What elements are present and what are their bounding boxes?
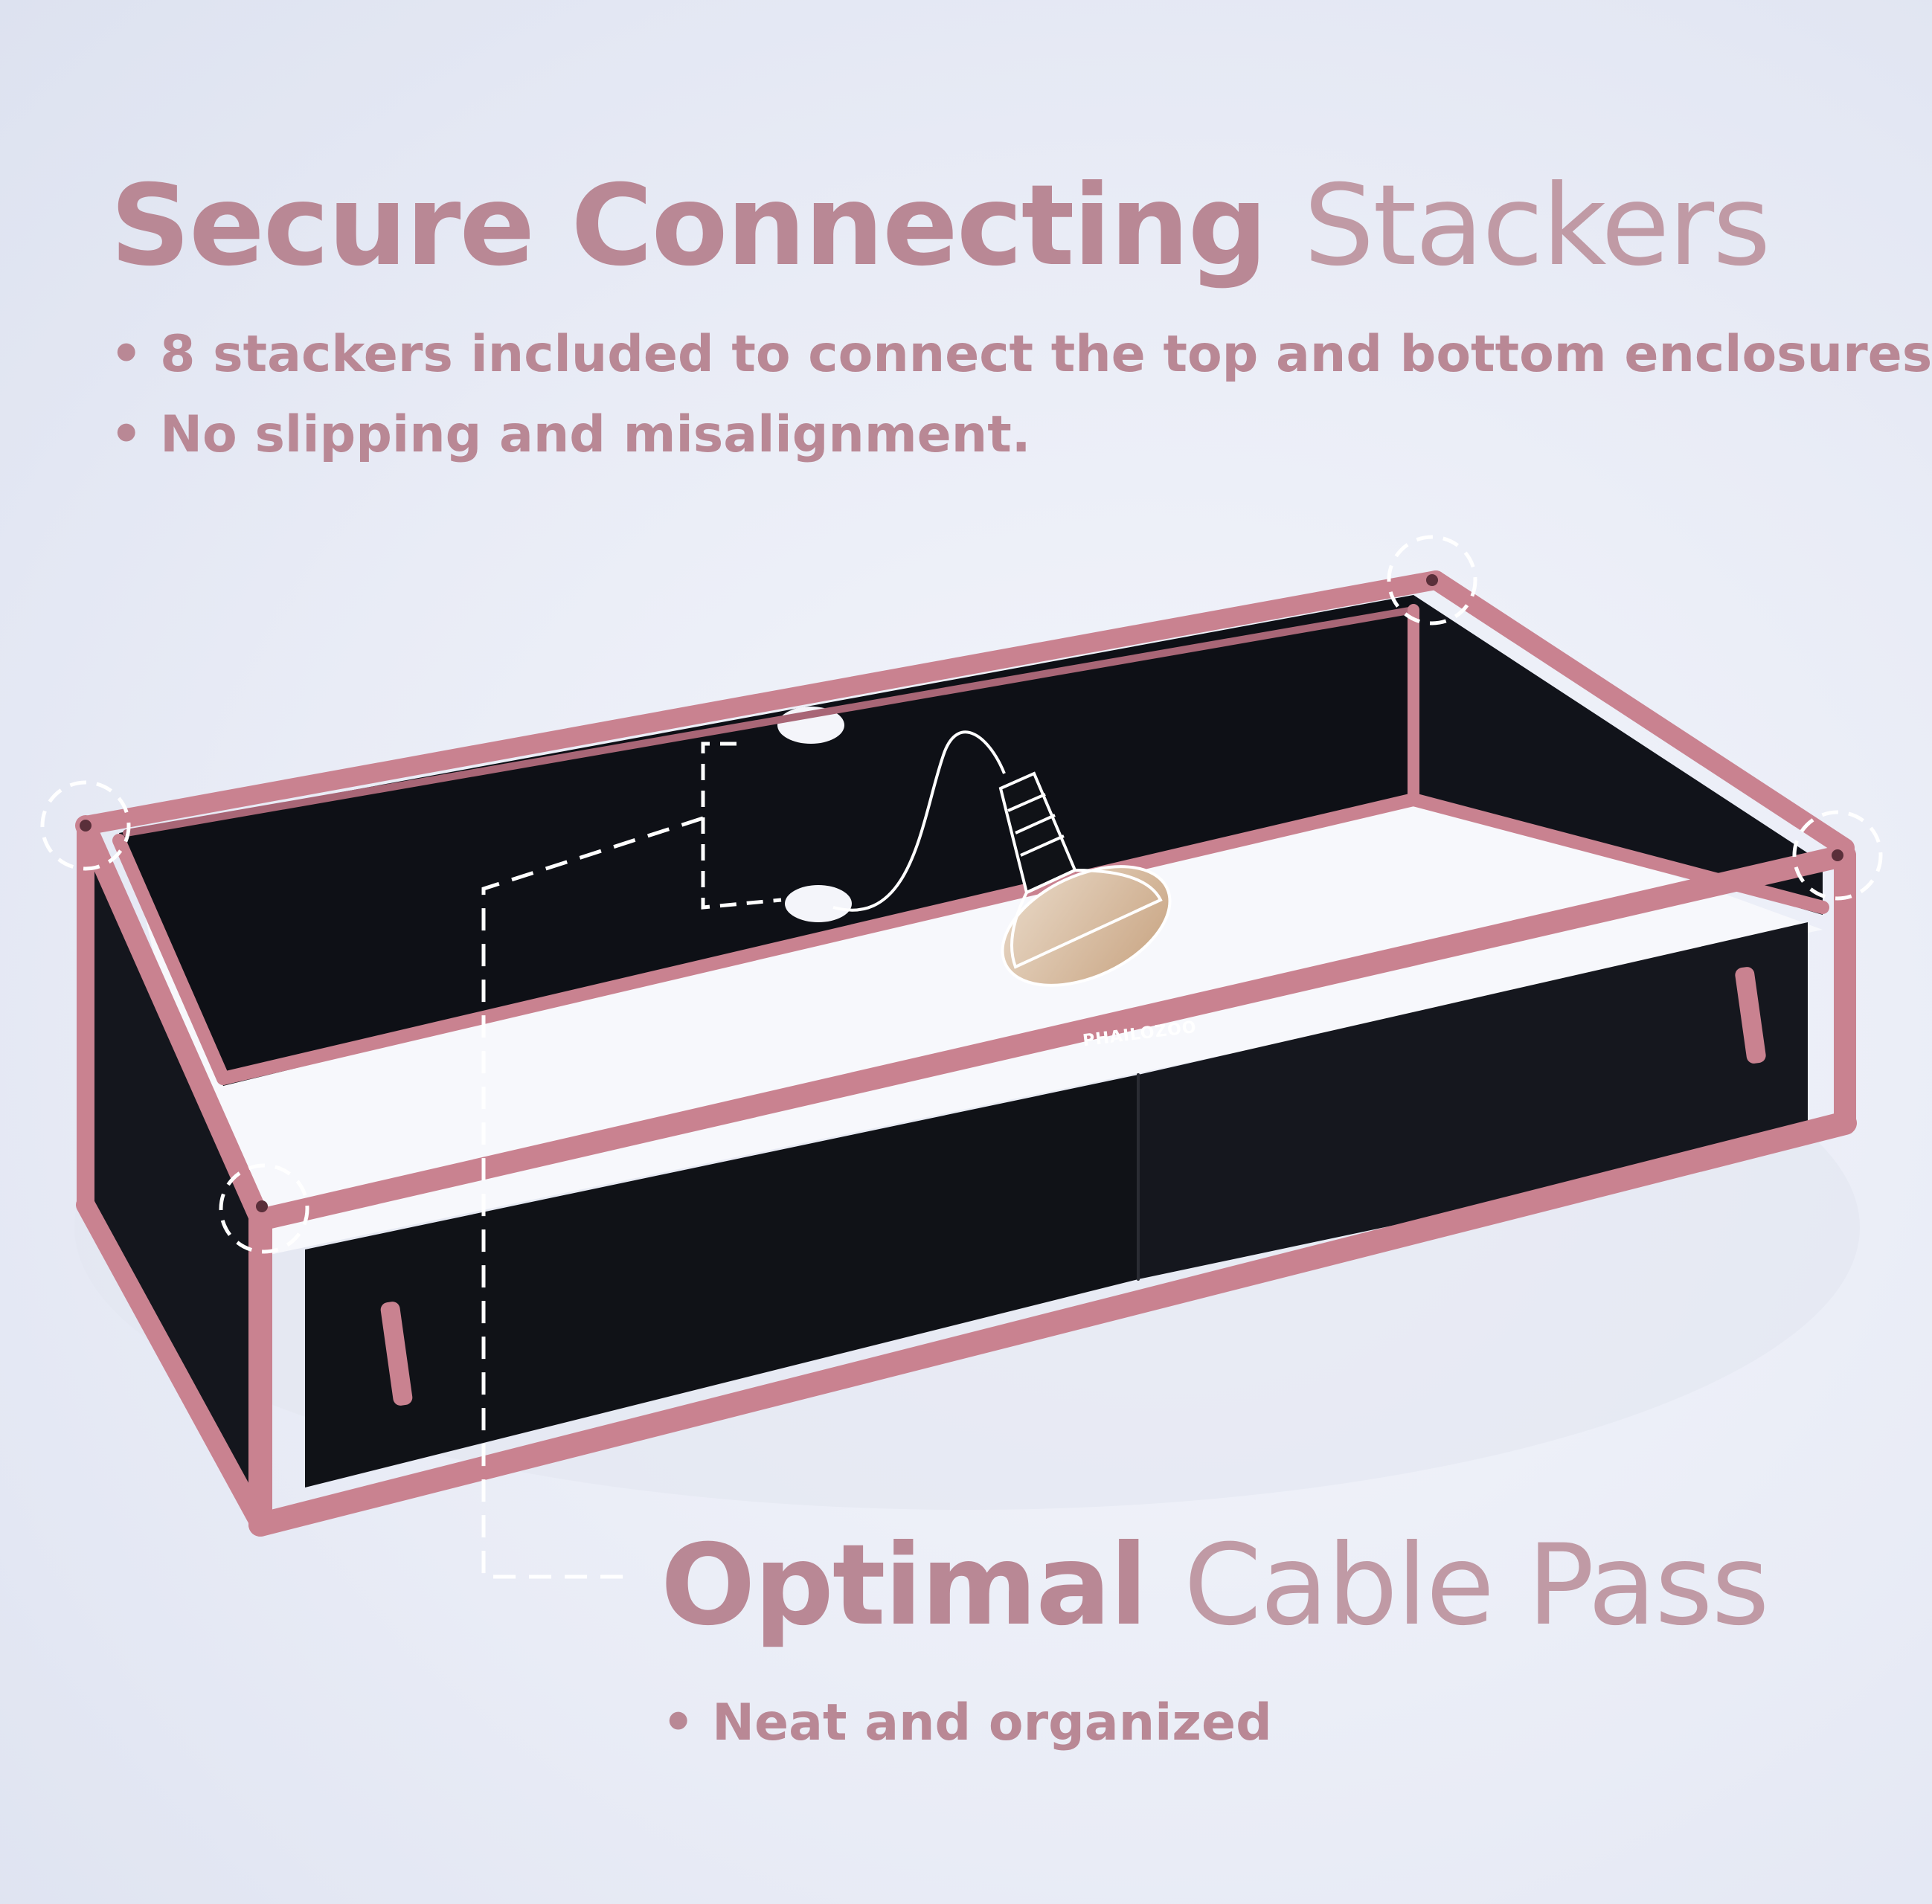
stacker-pins — [80, 574, 1843, 1212]
enclosure-frame — [75, 570, 1857, 1537]
frame-bottom-front — [248, 1111, 1857, 1537]
back-wall — [119, 595, 1413, 1086]
heat-lamp-icon — [998, 771, 1172, 987]
cable-path-guide-long — [481, 816, 704, 1579]
right-inner-wall — [1413, 595, 1823, 915]
frame-top-back — [76, 570, 1445, 835]
door-handle-left — [380, 1302, 413, 1406]
subheadline: Optimal Cable Pass — [661, 1525, 1770, 1647]
bullet-no-slipping: • No slipping and misalignment. — [110, 405, 1031, 464]
stacker-marker-front-right — [1792, 810, 1883, 901]
cable-path-guide — [701, 742, 782, 910]
frame-top-front — [249, 844, 1856, 1231]
front-glass-right — [1138, 922, 1808, 1279]
frame-back-inner — [123, 606, 1417, 837]
stacker-marker-back-right — [1387, 535, 1477, 625]
cable-hole-lower — [785, 885, 852, 922]
front-glass-left — [305, 1075, 1138, 1488]
subheadline-light: Cable Pass — [1184, 1521, 1769, 1650]
headline-light: Stackers — [1303, 161, 1771, 291]
door-handle-right — [1735, 967, 1766, 1064]
stacker-marker-front-left — [219, 1163, 309, 1254]
subheadline-bold: Optimal — [661, 1521, 1148, 1650]
frame-inner-bottom-right — [1407, 793, 1829, 914]
frame-top-right — [1426, 570, 1855, 858]
stacker-marker-back-left — [40, 780, 131, 871]
left-side-wall — [86, 829, 249, 1517]
headline-bold: Secure Connecting — [110, 161, 1268, 291]
stacker-markers — [40, 535, 1883, 1254]
frame-inner-bottom-back — [216, 793, 1420, 1085]
frame-top-left — [75, 815, 271, 1230]
frame-bottom-left — [76, 1195, 270, 1534]
frame-inner-left — [112, 834, 230, 1085]
bullet-neat-organized: • Neat and organized — [662, 1694, 1272, 1752]
lamp-cord — [832, 730, 1006, 912]
bullet-stackers-included: • 8 stackers included to connect the top… — [110, 325, 1932, 384]
headline: Secure Connecting Stackers — [110, 165, 1771, 288]
